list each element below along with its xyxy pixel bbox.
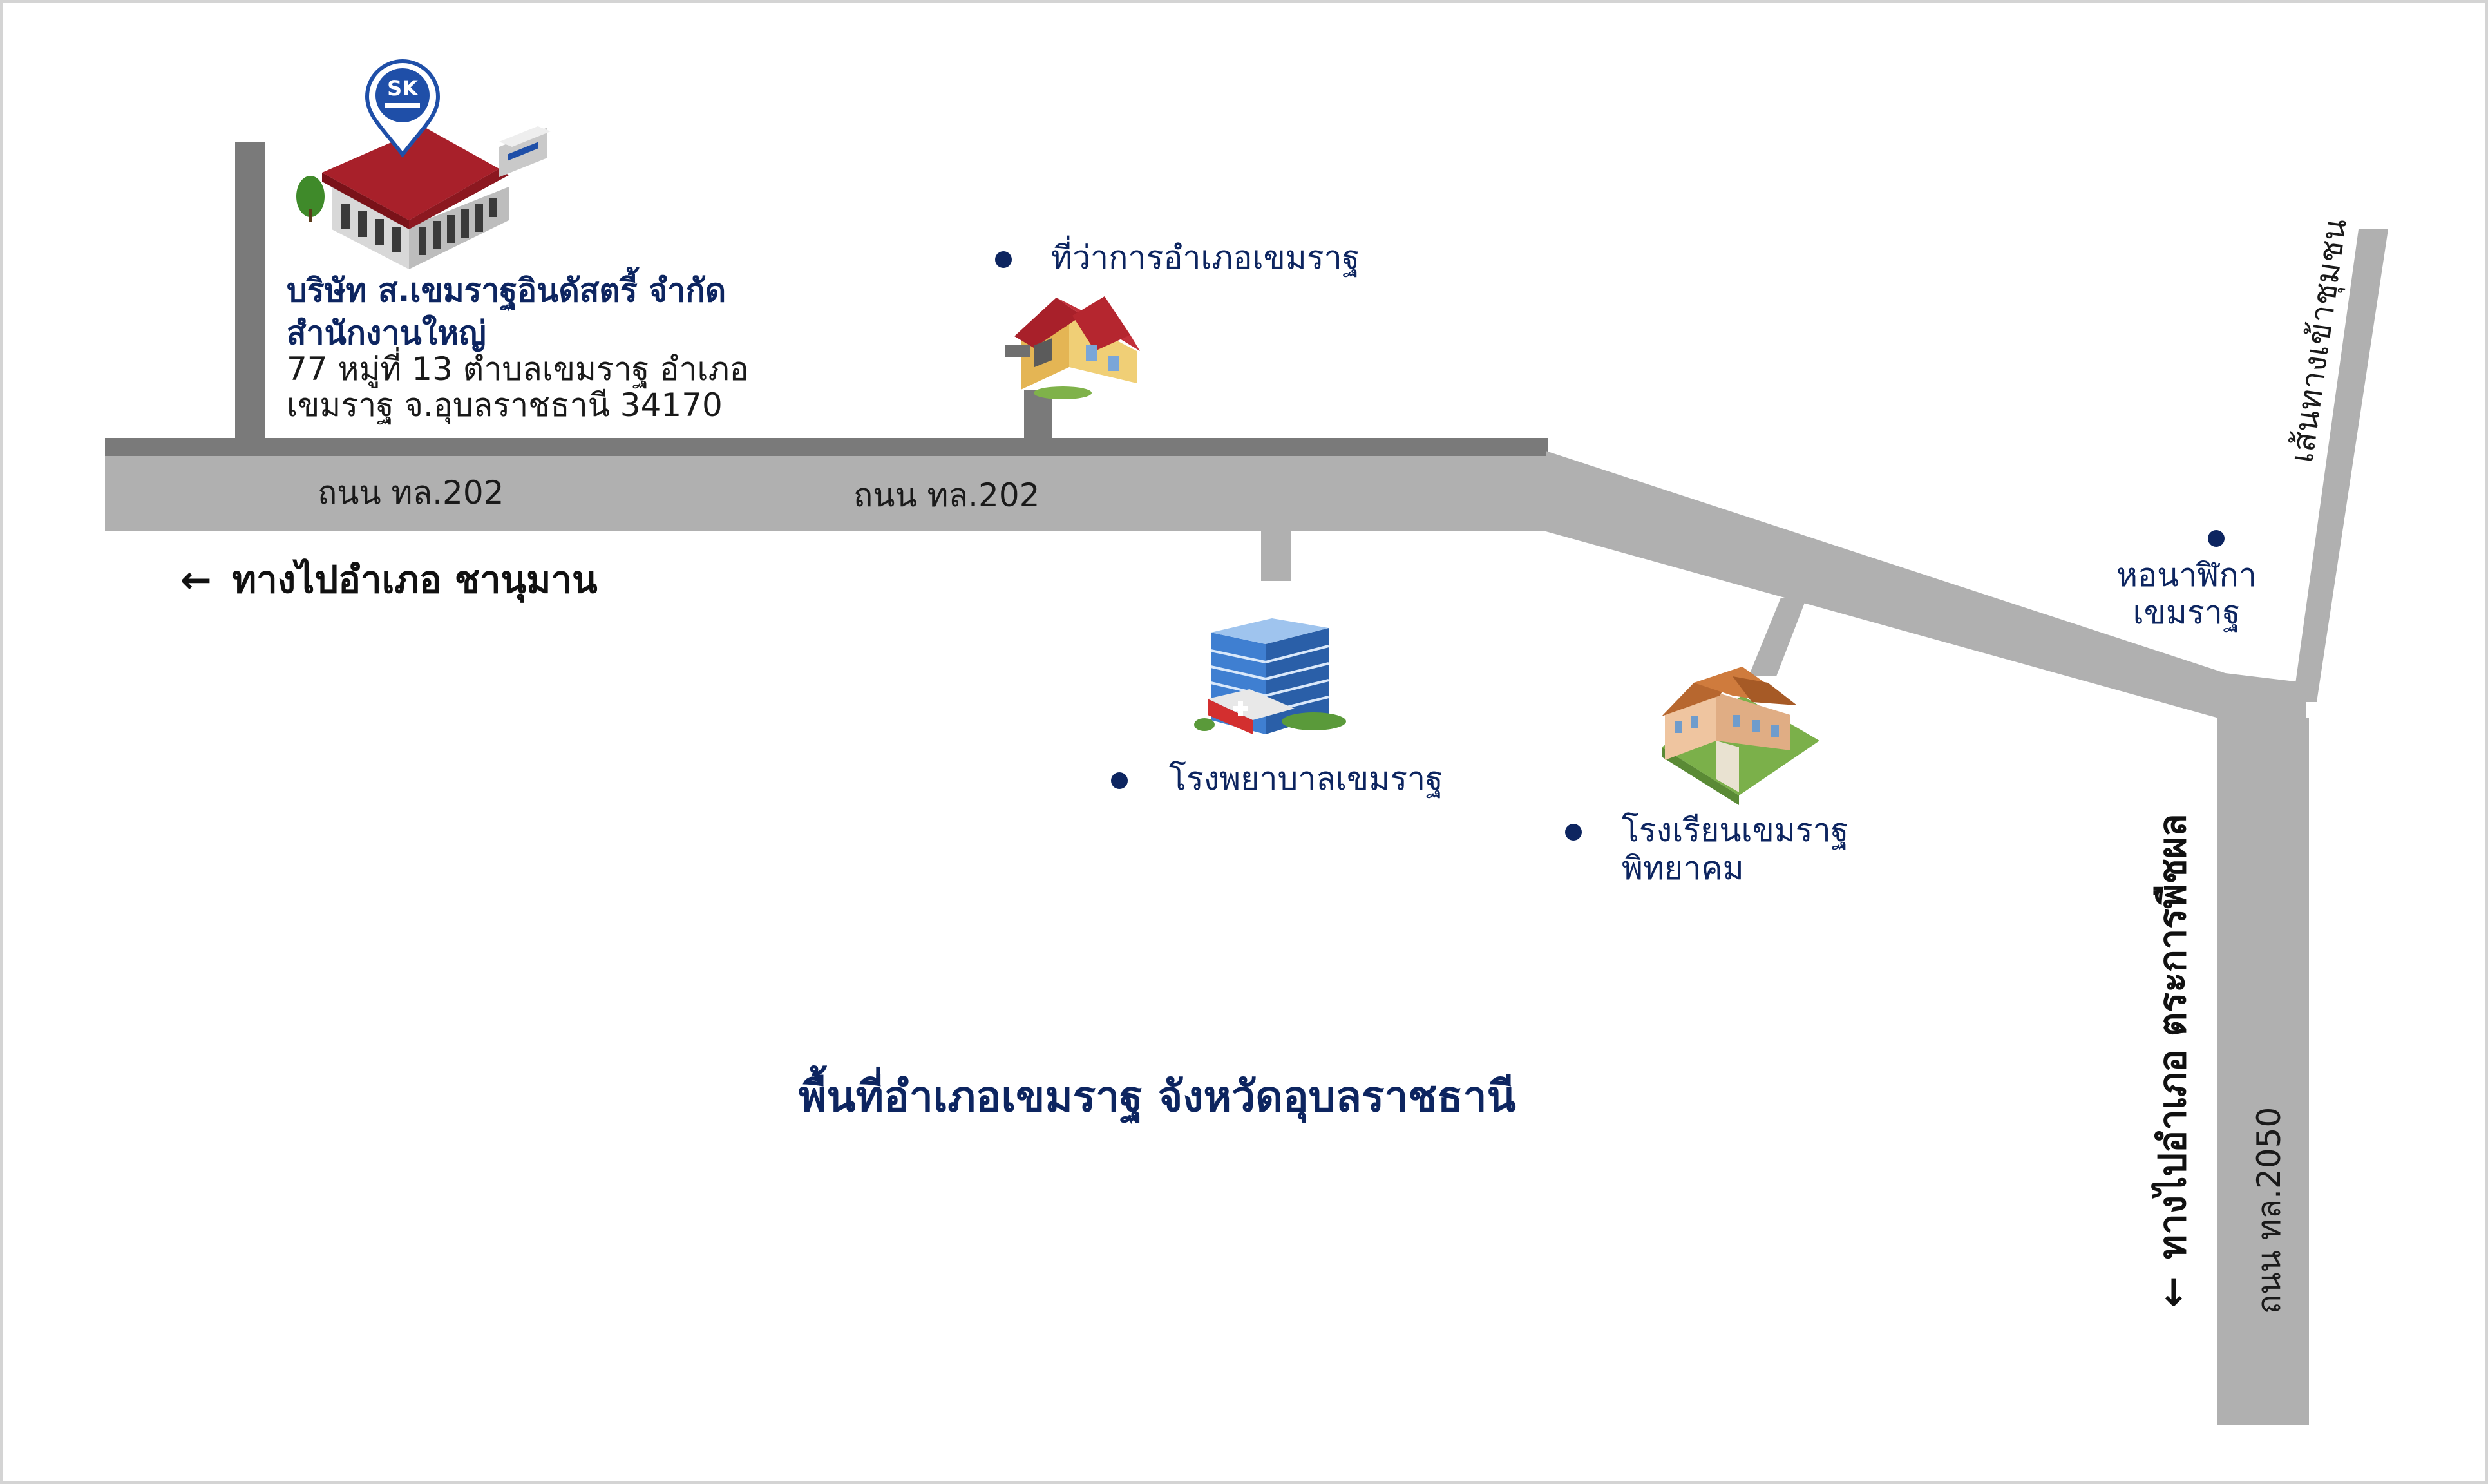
company-info: บริษัท ส.เขมราฐอินดัสตรี้ จำกัด สำนักงาน…: [287, 267, 749, 424]
hospital-building-icon: [1194, 618, 1346, 734]
company-access-road: [235, 142, 265, 439]
direction-chanuman-label: ทางไปอำเภอ ชานุมาน: [232, 558, 598, 604]
hospital-marker: [1111, 772, 1128, 789]
arrow-down-icon: ←: [2151, 1276, 2194, 1308]
road-network: [105, 142, 2388, 1425]
district-office-building-icon: [1005, 296, 1140, 399]
road-label-202-left: ถนน ทล.202: [318, 474, 504, 511]
school-label-line2: พิทยาคม: [1622, 850, 1744, 887]
district-office-marker: [995, 251, 1012, 268]
district-office-label: ที่ว่าการอำเภอเขมราฐ: [1051, 236, 1360, 277]
company-name: บริษัท ส.เขมราฐอินดัสตรี้ จำกัด: [287, 267, 726, 311]
road-202-edge: [105, 438, 1548, 456]
company-address-line1: 77 หมู่ที่ 13 ตำบลเขมราฐ อำเภอ: [287, 347, 749, 388]
logo-text: SK: [387, 76, 419, 100]
area-title: พื้นที่อำเภอเขมราฐ จังหวัดอุบลราชธานี: [799, 1065, 1516, 1124]
hospital-label: โรงพยาบาลเขมราฐ: [1169, 760, 1443, 798]
direction-trakan: ← ทางไปอำเภอ ตระการพืชผล: [2151, 813, 2194, 1308]
sk-logo-icon: [375, 68, 430, 122]
school-marker: [1565, 824, 1582, 841]
school-label-line1: โรงเรียนเขมราฐ: [1622, 812, 1848, 850]
location-pin-icon: SK: [365, 59, 441, 158]
direction-chanuman: ← ทางไปอำเภอ ชานุมาน: [180, 558, 598, 604]
road-2050: [2217, 718, 2309, 1425]
clock-tower-label-line1: หอนาฬิกา: [2116, 556, 2257, 594]
school-building-icon: [1662, 667, 1819, 805]
clock-tower-marker: [2208, 530, 2225, 547]
school-access: [1749, 598, 1807, 676]
road-label-202-mid: ถนน ทล.202: [853, 477, 1040, 514]
road-label-2050: ถนน ทล.2050: [2250, 1107, 2288, 1314]
company-address-line2: เขมราฐ จ.อุบลราชธานี 34170: [287, 386, 723, 424]
hospital-access: [1261, 529, 1291, 581]
company-building-icon: [296, 126, 551, 269]
clock-tower-label-line2: เขมราฐ: [2133, 594, 2241, 632]
direction-trakan-label: ทางไปอำเภอ ตระการพืชผล: [2151, 813, 2194, 1259]
road-junction: [2216, 676, 2306, 718]
road-202-diagonal: [1546, 451, 2306, 718]
company-subtitle: สำนักงานใหญ่: [287, 314, 486, 352]
arrow-left-icon: ←: [180, 558, 212, 602]
community-road: [2293, 229, 2388, 702]
